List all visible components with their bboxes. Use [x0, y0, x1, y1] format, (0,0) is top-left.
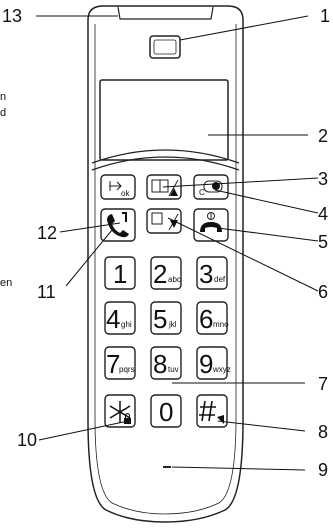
key-8-letters: tuv [168, 365, 179, 374]
callout-2: 2 [318, 126, 328, 146]
key-2[interactable]: 2 abc [150, 256, 182, 290]
callout-11: 11 [37, 282, 56, 302]
callout-6: 6 [318, 282, 328, 302]
earpiece [149, 35, 181, 59]
softkey-ok[interactable]: ok [100, 174, 136, 200]
phonebook-down-key[interactable] [146, 208, 182, 234]
callout-7: 7 [318, 374, 328, 394]
key-2-digit: 2 [153, 259, 167, 289]
callout-4: 4 [318, 204, 328, 224]
key-4-digit: 4 [106, 304, 120, 334]
end-key[interactable] [193, 208, 229, 242]
callout-10: 10 [17, 430, 37, 450]
callout-lines [36, 15, 319, 471]
clear-label: C [199, 188, 205, 197]
callout-1: 1 [320, 6, 330, 26]
key-9-letters: wxyz [212, 365, 231, 374]
key-7-letters: pqrs [119, 365, 135, 374]
key-3-digit: 3 [199, 259, 213, 289]
key-5[interactable]: 5 jkl [150, 301, 182, 335]
callout-9: 9 [318, 460, 328, 480]
key-3-letters: def [214, 275, 226, 284]
key-8[interactable]: 8 tuv [150, 346, 182, 380]
edge-text-2: d [0, 107, 6, 119]
key-star[interactable] [104, 394, 136, 428]
microphone [163, 466, 171, 468]
handset-inner-edge [94, 24, 237, 515]
callout-3: 3 [318, 169, 328, 189]
callout-12: 12 [37, 223, 57, 243]
edge-text-3: en [0, 277, 12, 289]
callout-5: 5 [318, 232, 328, 252]
key-6-letters: mno [213, 320, 229, 329]
key-4[interactable]: 4 ghi [104, 301, 136, 335]
up-arrow-icon [170, 188, 178, 196]
key-8-digit: 8 [153, 349, 167, 379]
key-9[interactable]: 9 wxyz [196, 346, 231, 380]
callout-13: 13 [2, 6, 22, 26]
key-3[interactable]: 3 def [196, 256, 228, 290]
key-5-letters: jkl [168, 320, 177, 329]
phone-talk-icon [107, 214, 129, 238]
key-2-letters: abc [168, 275, 181, 284]
callout-8: 8 [318, 422, 328, 442]
key-7-digit: 7 [106, 349, 120, 379]
ok-label: ok [121, 189, 130, 198]
keypad: 1 2 abc 3 def 4 ghi 5 jkl 6 mno [104, 256, 231, 428]
display-screen [99, 79, 229, 161]
key-0[interactable]: 0 [150, 394, 182, 428]
key-0-digit: 0 [159, 397, 173, 427]
key-6[interactable]: 6 mno [196, 301, 229, 335]
phone-end-icon [200, 222, 222, 232]
clear-key[interactable]: C [193, 174, 229, 200]
mute-icon [212, 182, 220, 190]
key-6-digit: 6 [199, 304, 213, 334]
key-5-digit: 5 [153, 304, 167, 334]
key-1-digit: 1 [113, 259, 127, 289]
edge-text-1: n [0, 91, 6, 103]
key-1[interactable]: 1 [104, 256, 136, 290]
key-7[interactable]: 7 pqrs [104, 346, 136, 380]
key-4-letters: ghi [121, 320, 132, 329]
key-9-digit: 9 [199, 349, 213, 379]
top-slot [117, 6, 214, 20]
key-hash[interactable] [196, 394, 228, 428]
